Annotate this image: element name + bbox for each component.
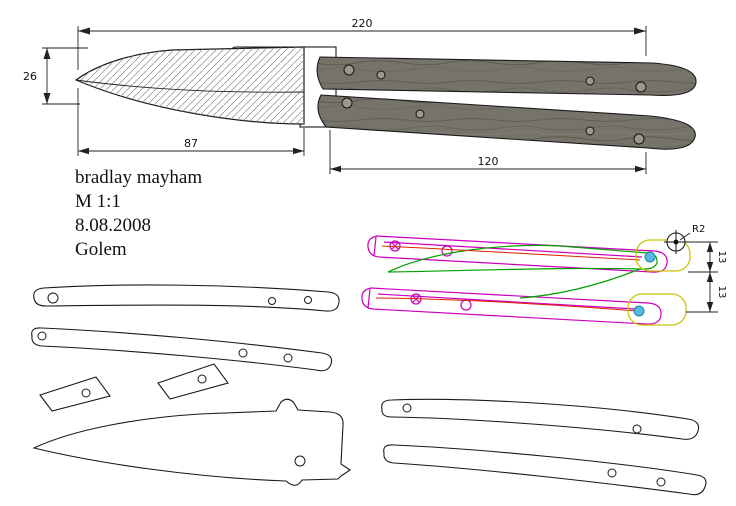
template-hole [37, 331, 47, 341]
colored-parts-overlay: R2 13 13 [361, 224, 727, 326]
screw-hole [585, 76, 595, 86]
pivot-pocket-yellow-bottom [627, 293, 687, 326]
blade-outline-green [387, 244, 658, 273]
dimension-label-pivot-offset-top: 13 [716, 251, 727, 264]
template-hole [238, 348, 248, 358]
template-hole [47, 292, 59, 304]
blade-grind-line [75, 79, 305, 93]
screw-hole [341, 97, 353, 109]
pivot-crosshair [664, 230, 688, 254]
top-handle-pocket-line [373, 236, 643, 258]
spacer-template-2 [157, 363, 229, 400]
dimension-label-blade-length: 87 [184, 137, 198, 150]
template-hole [294, 455, 306, 467]
handle-template-1 [33, 284, 340, 312]
spacer-template-1 [39, 376, 111, 412]
pivot-radius-label: R2 [692, 224, 705, 235]
liner-line-red-top [381, 245, 641, 261]
template-hole [402, 403, 412, 413]
screw-hole [633, 133, 645, 145]
scale-text: M 1:1 [75, 191, 121, 212]
bottom-handle [317, 94, 696, 150]
dimension-blade-width: 26 [23, 47, 88, 105]
template-hole [81, 388, 91, 398]
dimension-overall-length: 220 [77, 17, 647, 70]
handle-template-4 [383, 444, 707, 496]
screw-hole-magenta [441, 245, 453, 257]
dimension-label-handle-length: 120 [478, 155, 499, 168]
screw-hole [415, 109, 425, 119]
spacer-template-outlines [39, 363, 229, 412]
blade-template-outline [32, 398, 351, 486]
dimension-label-pivot-offset-bottom: 13 [716, 286, 727, 299]
title-block: bradlay mayham M 1:1 8.08.2008 Golem [75, 167, 202, 260]
handle-template-3 [381, 398, 700, 440]
top-handle [316, 56, 697, 97]
project-name-text: Golem [75, 239, 127, 260]
author-text: bradlay mayham [75, 167, 202, 188]
liner-line-red-bottom [375, 297, 639, 312]
pivot-hole-blue-top [644, 251, 656, 263]
template-hole [268, 297, 276, 305]
handle-template-outlines-right [381, 398, 707, 496]
dimension-handle-length: 120 [329, 130, 647, 174]
pivot-hole-blue-bottom [633, 305, 645, 317]
dimension-pivot-offset-bottom: 13 [686, 272, 727, 313]
template-hole [656, 477, 666, 487]
screw-hole [343, 64, 355, 76]
screw-hole [585, 126, 595, 136]
assembled-knife-view [74, 46, 697, 150]
dimension-pivot-offset-top: 13 [688, 241, 727, 273]
blade-hatching [76, 47, 304, 124]
screw-hole-magenta [460, 299, 472, 311]
handle-template-2 [31, 327, 333, 372]
handle-template-outlines-left [31, 284, 340, 372]
screw-hole [635, 81, 647, 93]
template-hole [607, 468, 617, 478]
template-hole [632, 424, 642, 434]
dimension-label-overall-length: 220 [352, 17, 373, 30]
template-hole [304, 296, 312, 304]
dimension-label-blade-width: 26 [23, 70, 37, 83]
template-hole [283, 353, 293, 363]
template-hole [197, 374, 207, 384]
blade-tang-line-green [519, 268, 641, 299]
blade-template [32, 398, 351, 486]
date-text: 8.08.2008 [75, 215, 151, 236]
pivot-pocket-yellow-top [635, 239, 691, 272]
top-handle-outline-magenta [367, 235, 668, 273]
screw-hole [376, 70, 386, 80]
dimension-blade-length: 87 [77, 88, 305, 156]
radius-leader-line [679, 232, 691, 241]
bottom-handle-outline-magenta [361, 287, 662, 325]
